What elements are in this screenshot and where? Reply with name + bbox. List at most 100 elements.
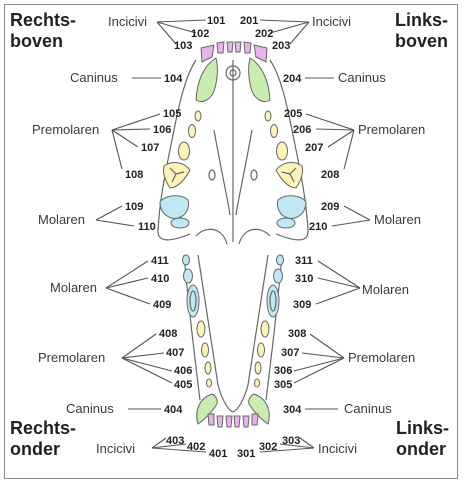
- number-309: 309: [293, 299, 311, 311]
- number-107: 107: [141, 142, 159, 154]
- number-204: 204: [283, 73, 302, 85]
- tooth-103: [200, 44, 215, 63]
- corner-title-top-right-line2: boven: [395, 31, 448, 51]
- number-203: 203: [272, 40, 290, 52]
- tooth-307: [257, 342, 265, 358]
- number-202: 202: [255, 28, 273, 40]
- lower-molars: [182, 254, 284, 318]
- tooth-206: [270, 124, 278, 138]
- tooth-203: [253, 44, 268, 63]
- upper-molars: [159, 195, 307, 229]
- diagram-frame: [4, 4, 458, 479]
- tooth-204: [248, 57, 271, 102]
- label-canine-lower-left: Caninus: [344, 401, 392, 416]
- tooth-411: [182, 254, 190, 266]
- label-canine-upper-left: Caninus: [338, 70, 386, 85]
- label-premolars-upper-left: Premolaren: [358, 122, 425, 137]
- tooth-102: [216, 41, 225, 54]
- tooth-106: [188, 124, 196, 138]
- number-401: 401: [209, 448, 227, 460]
- tooth-308: [260, 320, 270, 338]
- tooth-101: [226, 41, 234, 53]
- number-102: 102: [191, 28, 209, 40]
- number-208: 208: [321, 169, 339, 181]
- number-109: 109: [125, 201, 143, 213]
- number-407: 407: [166, 347, 184, 359]
- tooth-302: [242, 415, 250, 428]
- tooth-105: [194, 110, 202, 122]
- tooth-205: [264, 110, 272, 122]
- tooth-201: [234, 41, 242, 53]
- tooth-208: [275, 162, 303, 189]
- upper-premolars: [163, 110, 303, 189]
- tooth-207: [276, 141, 288, 161]
- label-premolars-upper-right: Premolaren: [32, 122, 99, 137]
- number-306: 306: [274, 365, 292, 377]
- number-310: 310: [295, 273, 313, 285]
- tooth-402: [216, 415, 224, 428]
- number-209: 209: [321, 201, 339, 213]
- corner-title-bottom-left-line2: onder: [10, 439, 60, 459]
- tooth-209: [277, 195, 307, 219]
- number-201: 201: [240, 15, 258, 27]
- label-canine-lower-right: Caninus: [66, 401, 114, 416]
- number-207: 207: [305, 142, 323, 154]
- number-101: 101: [207, 15, 225, 27]
- number-106: 106: [153, 124, 171, 136]
- label-premolars-lower-left: Premolaren: [348, 350, 415, 365]
- number-301: 301: [237, 448, 255, 460]
- number-302: 302: [259, 441, 277, 453]
- label-incisors-lower-right: Incicivi: [96, 441, 135, 456]
- tooth-407: [201, 342, 209, 358]
- tooth-104: [195, 57, 218, 102]
- label-incisors-upper-right: Incicivi: [108, 14, 147, 29]
- number-402: 402: [187, 441, 205, 453]
- number-110: 110: [138, 221, 156, 233]
- corner-title-bottom-right-line2: onder: [396, 439, 446, 459]
- number-206: 206: [293, 124, 311, 136]
- upper-incisors: [200, 41, 268, 63]
- label-premolars-lower-right: Premolaren: [38, 350, 105, 365]
- label-molars-upper-right: Molaren: [38, 212, 85, 227]
- upper-jaw-outline: [157, 59, 309, 245]
- tooth-109: [159, 195, 189, 219]
- tooth-306: [254, 361, 262, 375]
- tooth-110: [170, 217, 190, 229]
- number-108: 108: [125, 169, 143, 181]
- number-305: 305: [274, 379, 292, 391]
- tooth-406: [204, 361, 212, 375]
- number-311: 311: [295, 255, 313, 267]
- corner-title-bottom-left-line1: Rechts-: [10, 418, 76, 438]
- tooth-303: [251, 413, 259, 426]
- corner-title-top-left-line1: Rechts-: [10, 10, 76, 30]
- label-incisors-upper-left: Incicivi: [312, 14, 351, 29]
- tooth-305: [254, 378, 260, 388]
- tooth-410: [183, 268, 193, 284]
- corner-title-bottom-right-line1: Links-: [396, 418, 449, 438]
- number-409: 409: [153, 299, 171, 311]
- corner-title-top-left-line2: boven: [10, 31, 63, 51]
- tooth-309: [266, 284, 280, 318]
- number-307: 307: [281, 347, 299, 359]
- lower-premolars: [196, 320, 270, 388]
- number-105: 105: [163, 108, 181, 120]
- tooth-408: [196, 320, 206, 338]
- number-411: 411: [151, 255, 169, 267]
- number-104: 104: [164, 73, 183, 85]
- number-408: 408: [159, 328, 177, 340]
- number-403: 403: [166, 435, 184, 447]
- tooth-403: [207, 413, 215, 426]
- tooth-301: [233, 415, 241, 428]
- number-404: 404: [164, 404, 183, 416]
- number-304: 304: [283, 404, 302, 416]
- number-410: 410: [151, 273, 169, 285]
- number-303: 303: [282, 435, 300, 447]
- tooth-202: [243, 41, 252, 54]
- tooth-310: [273, 268, 283, 284]
- tooth-107: [178, 141, 190, 161]
- tooth-311: [276, 254, 284, 266]
- number-205: 205: [284, 108, 302, 120]
- number-308: 308: [288, 328, 306, 340]
- tooth-409: [186, 284, 200, 318]
